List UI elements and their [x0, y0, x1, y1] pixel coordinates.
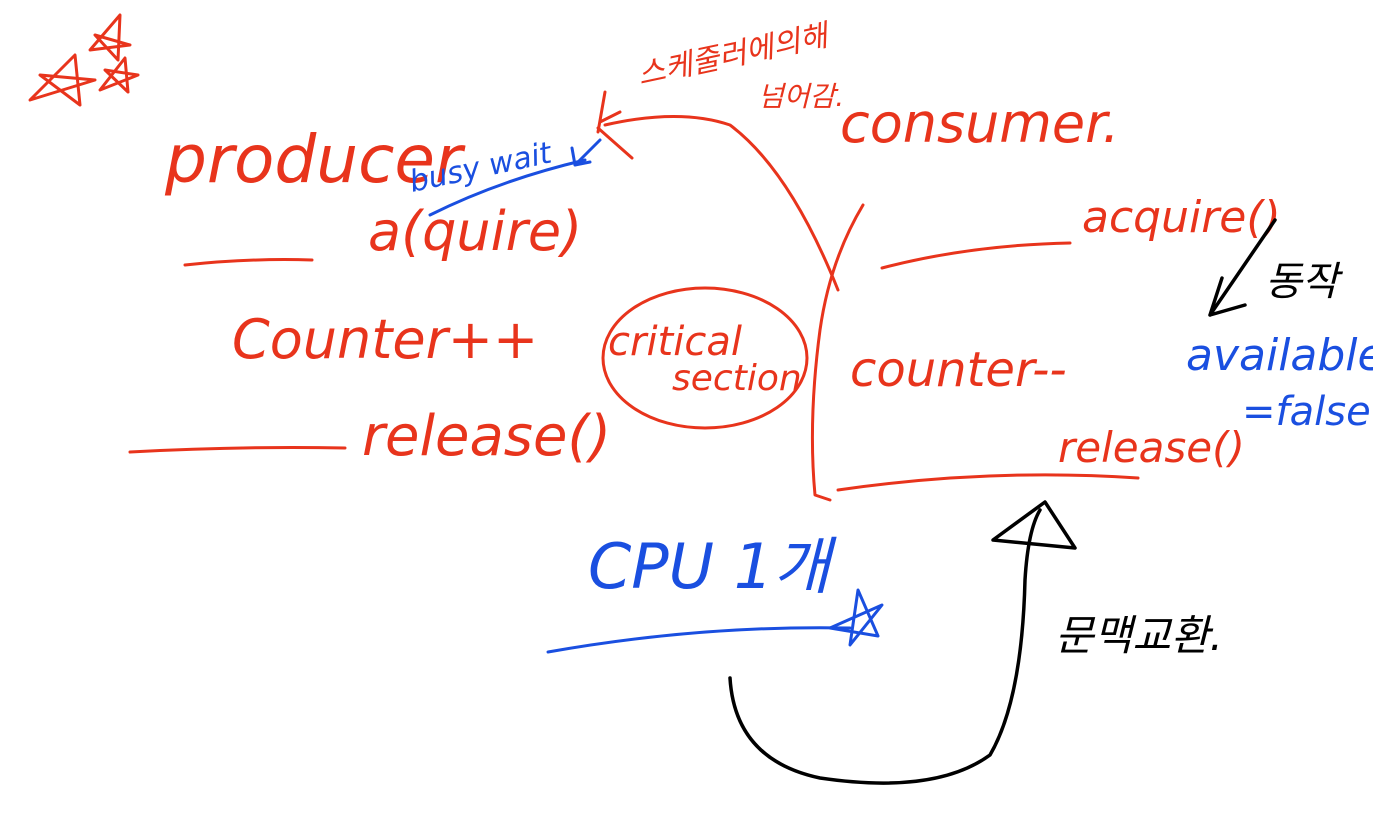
wait-arrow-icon [1208, 218, 1277, 317]
critical-section-circle [601, 286, 809, 430]
producer-acquire-label: a(quire) [368, 200, 582, 263]
producer-release-label: release() [362, 404, 611, 469]
scheduler-arrow-icon [596, 90, 634, 160]
busy-wait-arrow-icon [570, 138, 602, 167]
consumer-acquire-label: acquire() [1082, 192, 1281, 243]
available-false-label: =false [1242, 389, 1371, 435]
context-switch-arrowhead-icon [991, 500, 1077, 550]
context-switch-curve [728, 508, 1042, 785]
critical-section-line2: section [672, 358, 802, 399]
cpu-label: CPU 1개 [588, 530, 837, 603]
context-switch-label: 문맥교환. [1055, 611, 1223, 660]
star-doodle-icon [28, 13, 140, 107]
critical-section-line1: critical [608, 319, 742, 365]
center-divider [810, 203, 865, 502]
consumer-release-label: release() [1058, 423, 1245, 472]
producer-acquire-line [183, 258, 314, 267]
consumer-acquire-line [880, 241, 1072, 270]
korean-note-line2: 넘어감. [758, 80, 844, 113]
scheduler-curve [603, 115, 840, 292]
producer-counter-label: Counter++ [232, 308, 538, 371]
available-label: available [1186, 330, 1373, 381]
star-icon [828, 588, 884, 647]
producer-release-line [128, 446, 347, 454]
cpu-underline [546, 626, 852, 654]
busy-wait-underline [428, 158, 587, 217]
wait-label: 동작 [1265, 259, 1344, 305]
producer-title: producer [164, 121, 466, 198]
consumer-release-line [836, 473, 1140, 492]
consumer-title: consumer. [840, 92, 1120, 155]
consumer-counter-label: counter-- [850, 342, 1067, 398]
